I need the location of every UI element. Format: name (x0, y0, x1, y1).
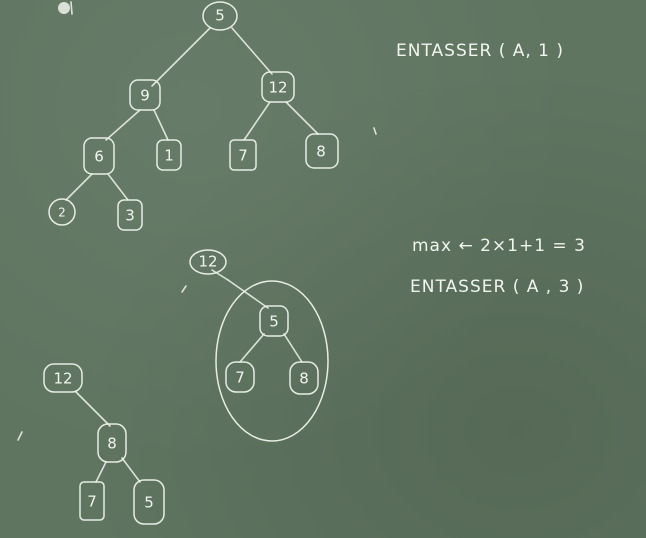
note-entasser-call-1: ENTASSER ( A, 1 ) (396, 41, 564, 61)
svg-text:8: 8 (299, 370, 309, 388)
tree1-node-left-left: 6 (83, 137, 115, 175)
tree1-node-left-right: 1 (156, 139, 182, 171)
svg-text:5: 5 (215, 7, 225, 25)
svg-text:12: 12 (198, 253, 217, 271)
svg-text:9: 9 (140, 87, 150, 105)
tree2-node-child: 5 (259, 305, 289, 337)
tree1-node-ll-left: 2 (48, 198, 76, 226)
tree3-node-child-right: 5 (133, 479, 165, 525)
svg-text:7: 7 (238, 147, 248, 165)
svg-text:2: 2 (58, 206, 66, 220)
svg-text:6: 6 (94, 148, 104, 166)
note-entasser-call-2: ENTASSER ( A , 3 ) (410, 277, 584, 297)
tree2-edges (211, 269, 303, 363)
note-max-assignment: max ← 2×1+1 = 3 (412, 236, 586, 256)
svg-text:3: 3 (125, 207, 135, 225)
chalk-stroke (17, 431, 23, 441)
tree3-edges (75, 391, 141, 483)
tree1-node-right-right: 8 (305, 133, 339, 169)
tree3-root: 12 (43, 363, 83, 393)
svg-text:1: 1 (164, 147, 174, 165)
tree1-node-right-left: 7 (229, 139, 257, 171)
svg-text:7: 7 (235, 369, 245, 387)
chalk-stroke (181, 285, 187, 293)
chalk-smudge (58, 2, 70, 14)
tree1-edges (65, 27, 319, 201)
svg-text:5: 5 (144, 494, 154, 512)
tree1-root: 5 (202, 1, 238, 31)
tree3-node-child: 8 (97, 423, 127, 463)
tree1-node-right: 12 (261, 71, 295, 103)
subtree-highlight-ellipse (215, 280, 329, 442)
svg-text:8: 8 (107, 435, 117, 453)
svg-text:12: 12 (268, 79, 287, 97)
tree3-node-child-left: 7 (79, 481, 105, 521)
svg-text:12: 12 (53, 370, 72, 388)
chalk-stroke (70, 1, 73, 15)
tree2-node-child-left: 7 (225, 361, 255, 393)
svg-text:5: 5 (269, 313, 279, 331)
tree2-node-child-right: 8 (289, 361, 319, 395)
chalk-stroke (373, 127, 377, 135)
tree1-node-left: 9 (129, 79, 161, 111)
svg-text:7: 7 (87, 493, 97, 511)
tree2-root: 12 (189, 249, 227, 275)
tree1-node-ll-right: 3 (117, 199, 143, 231)
svg-text:8: 8 (316, 143, 326, 161)
